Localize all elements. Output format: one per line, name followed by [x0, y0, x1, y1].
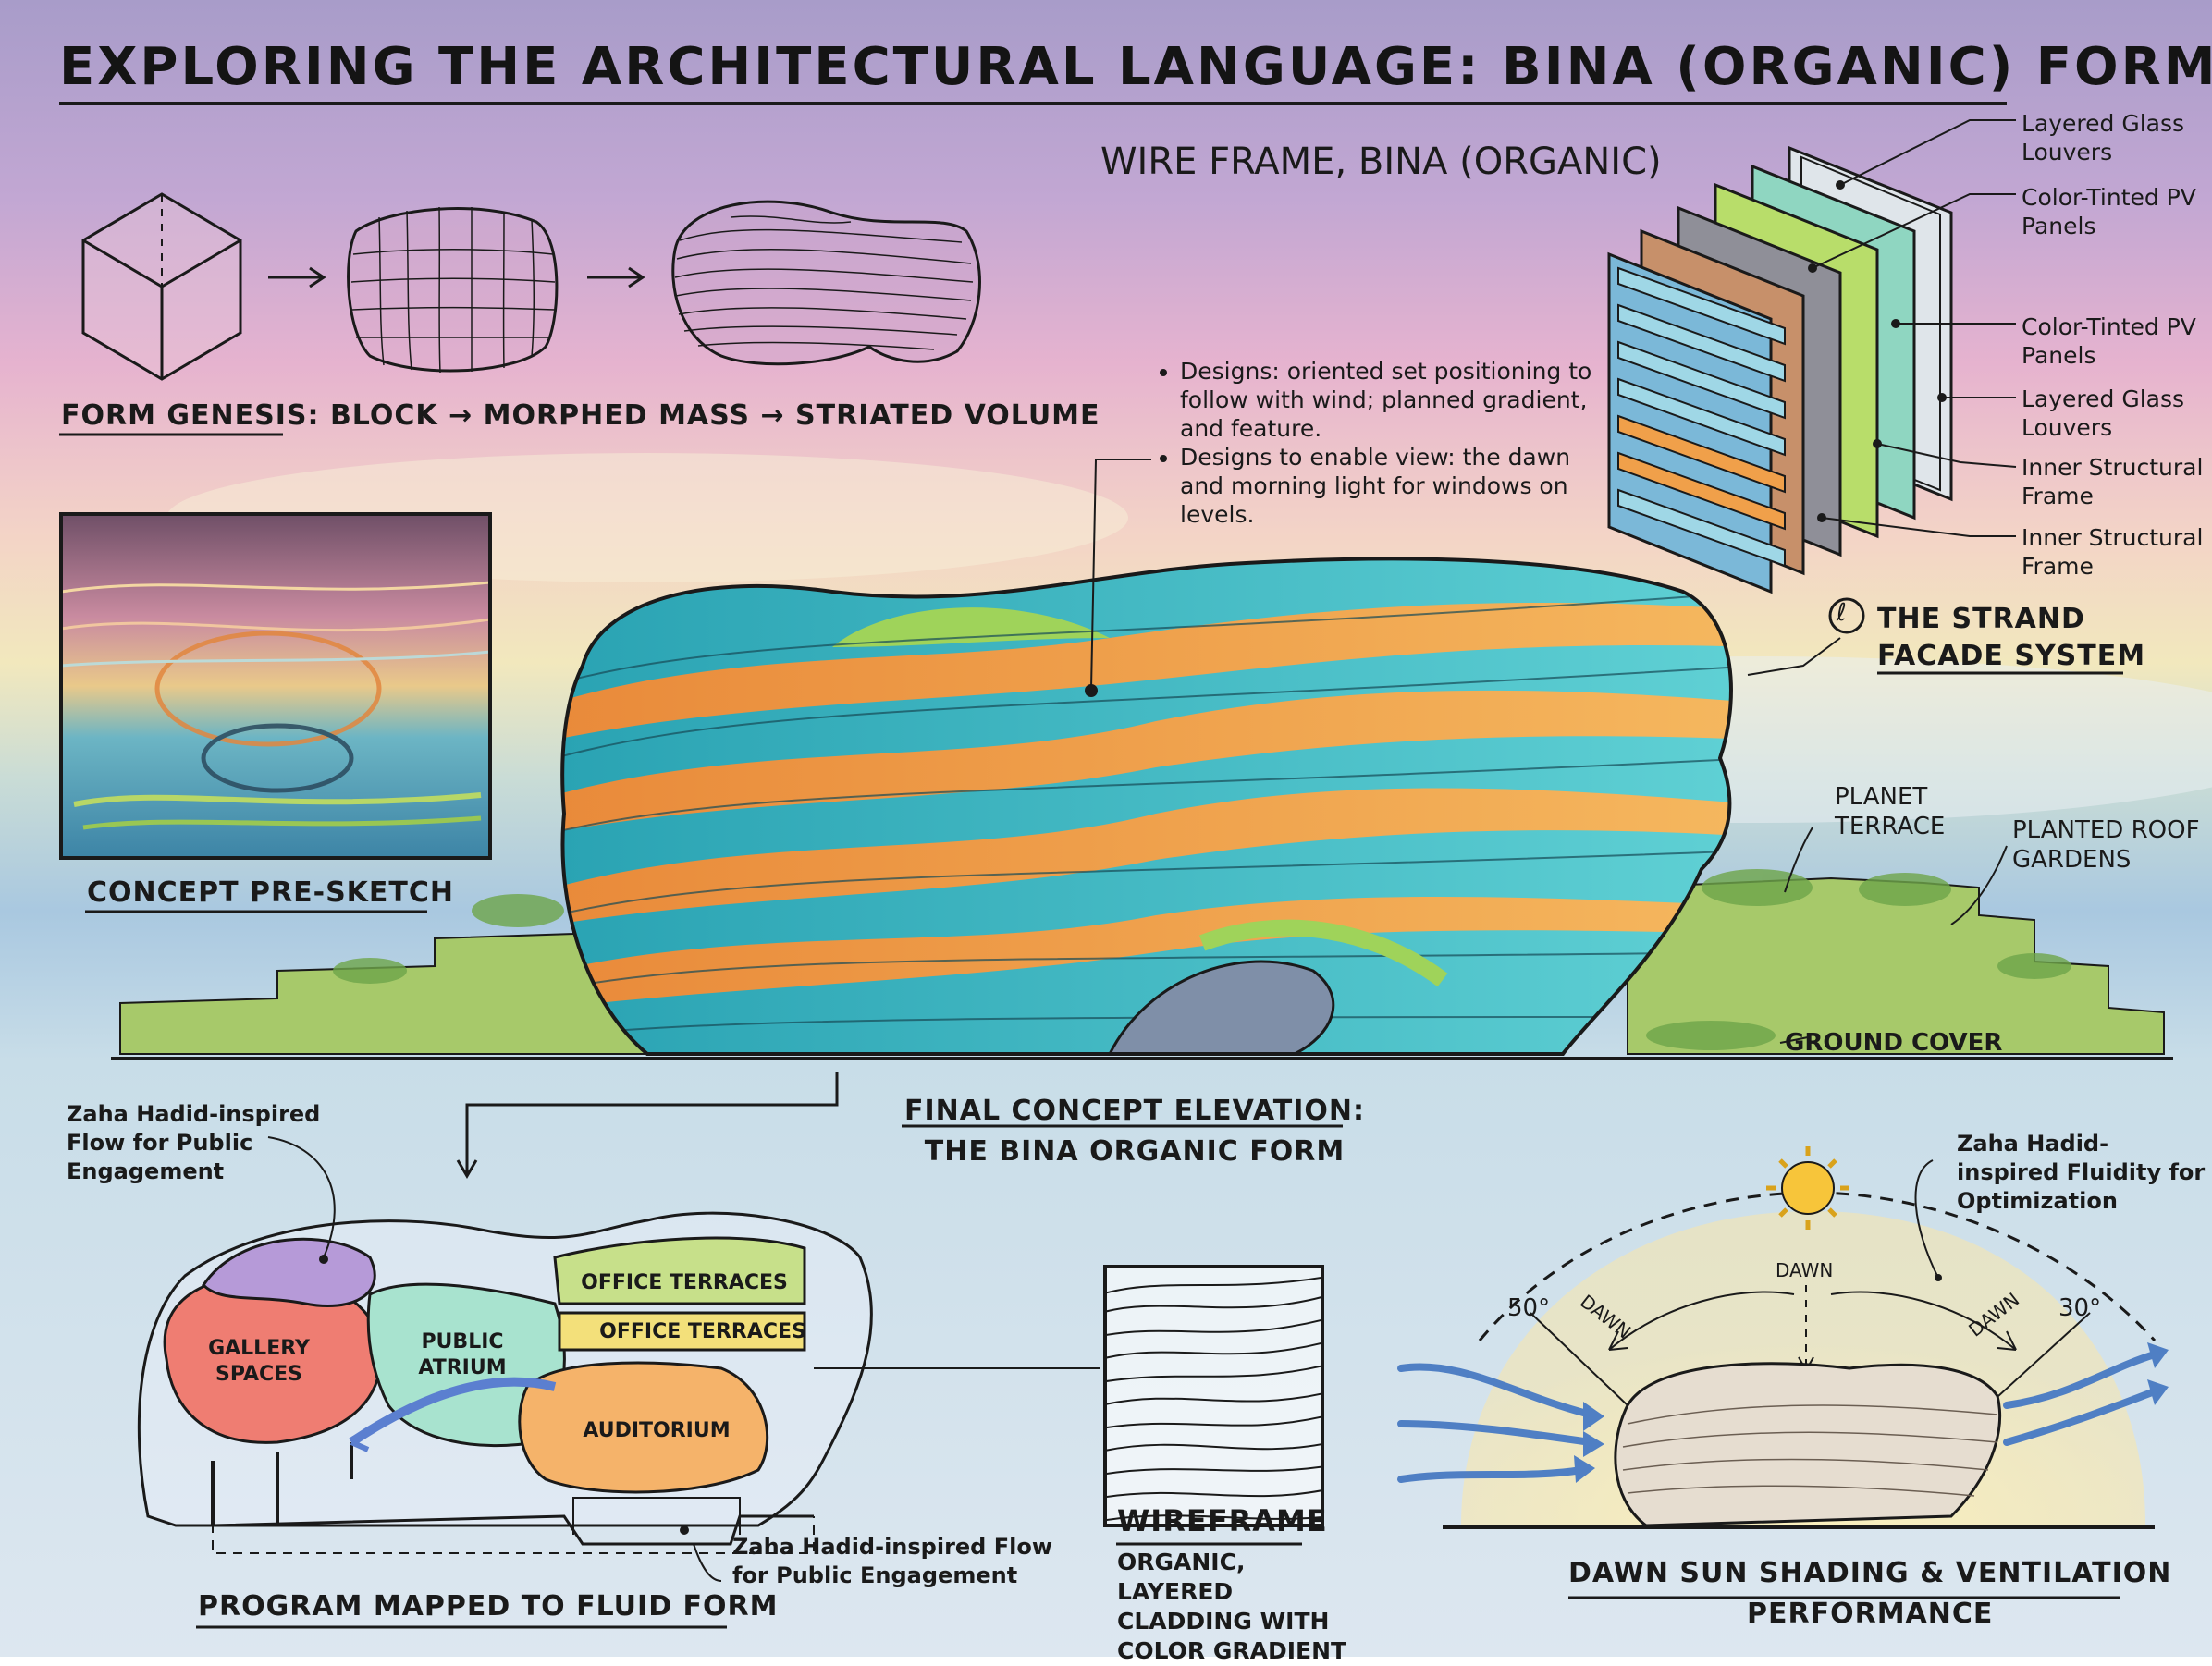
office-terraces-label: OFFICE TERRACES — [599, 1320, 806, 1343]
design-note: Designs: oriented set positioning to fol… — [1180, 357, 1615, 443]
bina-organic-building — [560, 557, 1733, 1056]
strand-facade-title: THE STRAND FACADE SYSTEM — [1877, 601, 2145, 675]
program-section-drawing — [137, 1211, 873, 1554]
program-note-bottom: Zaha Hadid-inspired Flow for Public Enga… — [732, 1534, 1052, 1588]
planet-terrace-label: PLANET TERRACE — [1835, 783, 1946, 840]
sun-diagram-note: Zaha Hadid-inspired Fluidity for Optimiz… — [1957, 1131, 2206, 1214]
facade-layer-label: Inner Structural Frame — [2022, 454, 2204, 509]
terraced-landscape — [111, 869, 2173, 1060]
form-genesis-label: FORM GENESIS: — [61, 399, 320, 432]
concept-pre-sketch-image — [59, 512, 492, 860]
ground-cover-label: GROUND COVER — [1785, 1029, 2003, 1057]
sun-diagram-caption: DAWN SUN SHADING & VENTILATION PERFORMAN… — [1568, 1553, 2171, 1635]
strand-facade-line2: FACADE SYSTEM — [1877, 640, 2146, 672]
design-notes-leader — [1085, 459, 1151, 697]
facade-leader-lines — [1747, 119, 2017, 676]
wireframe-detail — [1103, 1265, 1324, 1527]
program-note-top: Zaha Hadid-inspired Flow for Public Enga… — [67, 1101, 321, 1184]
program-leaders — [267, 1136, 1100, 1582]
arrow-icon: → — [760, 399, 785, 432]
final-concept-line1: FINAL CONCEPT ELEVATION: — [904, 1095, 1365, 1127]
page-title: EXPLORING THE ARCHITECTURAL LANGUAGE: BI… — [59, 37, 2212, 97]
facade-layer-label: Inner Structural Frame — [2022, 524, 2204, 580]
facade-layer-label: Color-Tinted PV Panels — [2022, 184, 2196, 239]
striated-volume-sketch — [671, 200, 981, 366]
form-genesis-step-striated: STRIATED VOLUME — [795, 399, 1100, 432]
angle-left-label: 50° — [1507, 1294, 1551, 1322]
arrow-icon: → — [449, 399, 473, 432]
strand-marker-icon: ℓ — [1837, 599, 1847, 627]
block-cube-sketch — [81, 192, 242, 381]
public-atrium-label: PUBLIC ATRIUM — [418, 1330, 507, 1379]
arrow-icon — [268, 266, 645, 288]
facade-layer-label: Layered Glass Louvers — [2022, 386, 2185, 441]
strand-facade-line1: THE STRAND — [1877, 603, 2085, 635]
office-terraces-label: OFFICE TERRACES — [581, 1271, 788, 1294]
elevation-to-program-arrow — [456, 1072, 839, 1179]
sun-path-diagram — [1397, 1146, 2169, 1529]
dawn-top-label: DAWN — [1776, 1259, 1834, 1281]
gallery-spaces-label: GALLERY SPACES — [208, 1337, 310, 1386]
form-genesis-step-block: BLOCK — [329, 399, 438, 432]
design-note: Designs to enable view: the dawn and mor… — [1180, 443, 1615, 529]
morphed-mass-sketch — [347, 206, 559, 374]
planted-roof-gardens-label: PLANTED ROOF GARDENS — [2012, 816, 2200, 874]
wireframe-caption: ORGANIC, LAYERED CLADDING WITH COLOR GRA… — [1117, 1549, 1347, 1664]
final-concept-title: FINAL CONCEPT ELEVATION: THE BINA ORGANI… — [904, 1091, 1365, 1172]
design-notes: Designs: oriented set positioning to fol… — [1156, 357, 1615, 529]
form-genesis-step-morphed: MORPHED MASS — [483, 399, 750, 432]
wireframe-title: WIREFRAME — [1117, 1503, 1328, 1538]
concept-pre-sketch-label: CONCEPT PRE-SKETCH — [87, 876, 454, 909]
site-label-leaders — [1779, 827, 2008, 1044]
facade-layer-label: Color-Tinted PV Panels — [2022, 313, 2196, 369]
sun-caption-line1: DAWN SUN SHADING & VENTILATION — [1568, 1557, 2172, 1589]
facade-layer-label: Layered Glass Louvers — [2022, 110, 2185, 165]
final-concept-line2: THE BINA ORGANIC FORM — [924, 1135, 1346, 1168]
program-caption: PROGRAM MAPPED TO FLUID FORM — [198, 1590, 779, 1623]
auditorium-label: AUDITORIUM — [583, 1419, 731, 1442]
form-genesis-caption: FORM GENESIS: BLOCK → MORPHED MASS → STR… — [61, 399, 1100, 432]
sun-caption-line2: PERFORMANCE — [1747, 1598, 1994, 1630]
strand-facade-exploded-layers — [1607, 145, 1953, 594]
angle-right-label: 30° — [2058, 1294, 2102, 1322]
wireframe-heading: WIRE FRAME, BINA (ORGANIC) — [1100, 141, 1662, 183]
